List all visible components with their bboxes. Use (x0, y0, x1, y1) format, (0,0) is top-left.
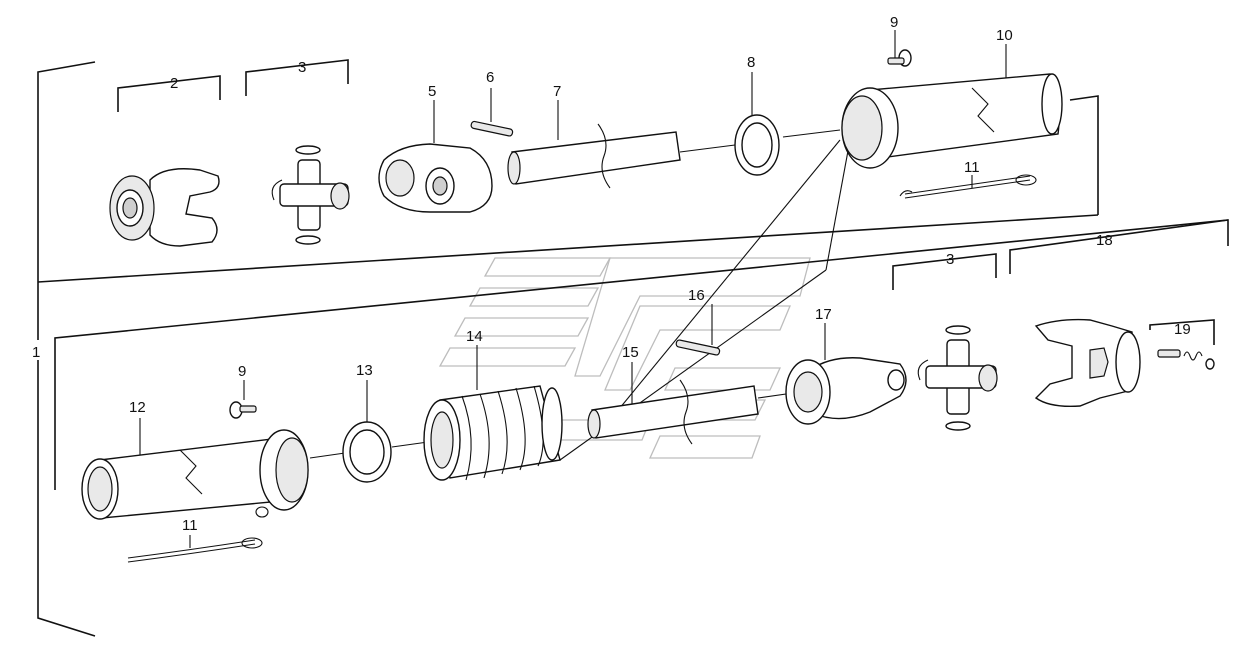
part-6-roll-pin (470, 120, 514, 137)
part-19-pin-spring (1157, 349, 1215, 370)
callout-11-top: 11 (964, 159, 980, 176)
callout-8: 8 (747, 54, 755, 71)
callout-3-bottom: 3 (946, 251, 954, 268)
part-3-cross-top (271, 145, 350, 245)
callout-11-bottom: 11 (182, 517, 198, 534)
part-7-inner-tube (507, 123, 681, 189)
callout-labels: 1 2 3 5 6 7 8 9 10 11 18 3 16 17 19 14 1… (32, 14, 1191, 534)
callout-16: 16 (688, 287, 705, 304)
assembly-bracket (37, 59, 1229, 637)
callout-17: 17 (815, 306, 832, 323)
part-10-guard-tube (841, 73, 1063, 169)
part-15-profile-tube (587, 379, 759, 445)
callout-7: 7 (553, 83, 561, 100)
part-14-bellows (423, 385, 563, 481)
part-2-yoke (109, 168, 220, 247)
part-3-cross-bottom (917, 325, 998, 431)
part-5-slide-yoke (378, 143, 493, 213)
callout-10: 10 (996, 27, 1013, 44)
part-9-screw-bottom (229, 401, 257, 419)
callout-19: 19 (1174, 321, 1191, 338)
part-18-yoke (1034, 318, 1141, 408)
callout-1: 1 (32, 344, 40, 361)
callout-9-top: 9 (890, 14, 898, 31)
part-11-chain-bottom (127, 537, 263, 563)
part-17-inner-yoke (785, 357, 907, 425)
callout-14: 14 (466, 328, 483, 345)
part-9-screw-top (887, 49, 912, 67)
callout-6: 6 (486, 69, 494, 86)
callout-15: 15 (622, 344, 639, 361)
part-16-roll-pin (675, 339, 721, 356)
callout-2: 2 (170, 75, 178, 92)
part-12-guard-tube (81, 429, 309, 520)
callout-3-top: 3 (298, 59, 306, 76)
part-8-ring (734, 114, 780, 176)
callout-9-bottom: 9 (238, 363, 246, 380)
part-13-ring (342, 421, 392, 483)
callout-5: 5 (428, 83, 436, 100)
callout-12: 12 (129, 399, 146, 416)
part-11-chain-top (899, 174, 1037, 199)
callout-13: 13 (356, 362, 373, 379)
callout-18: 18 (1096, 232, 1113, 249)
